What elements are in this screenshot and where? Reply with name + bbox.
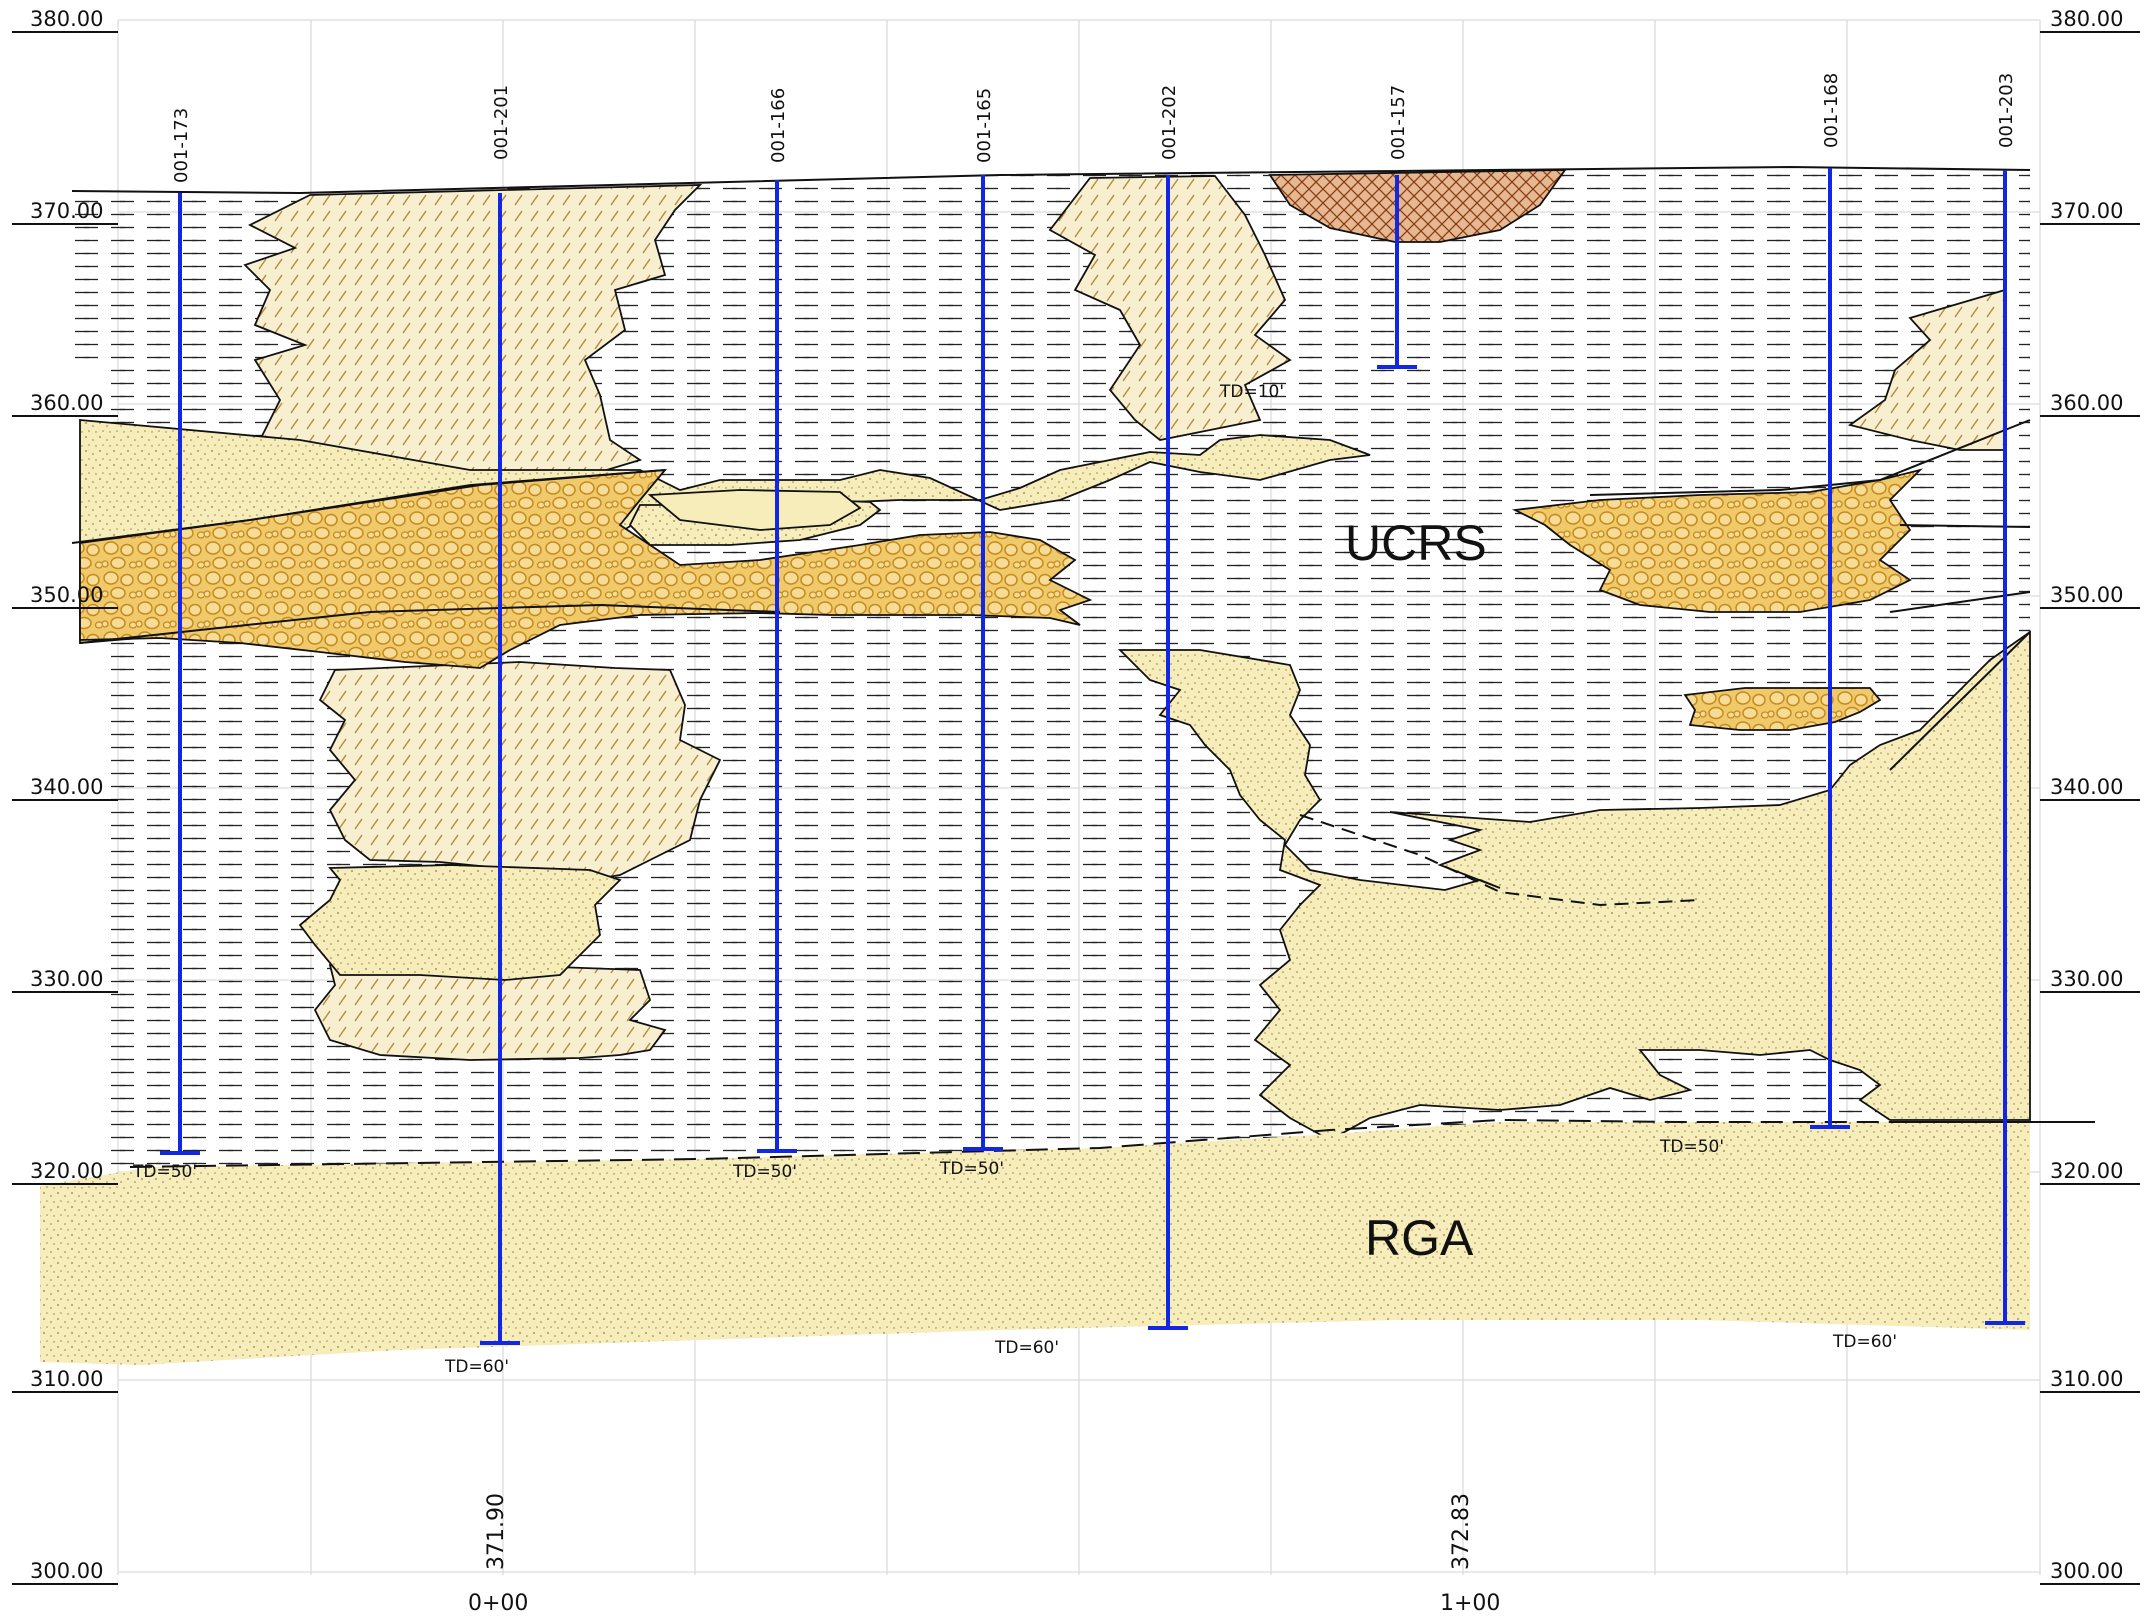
mid-sand-bodies [298, 630, 2031, 1142]
boring-id-label: 001-166 [768, 88, 789, 163]
silt-lenses [243, 175, 2006, 1061]
elevation-label-left: 300.00 [30, 1559, 103, 1583]
td-label: TD=50' [132, 1162, 197, 1182]
elevation-label-left: 350.00 [30, 583, 103, 607]
gravel-lenses [79, 468, 1923, 731]
elevation-label-left: 380.00 [30, 7, 103, 31]
ground-elevation-1: 372.83 [1449, 1493, 1474, 1570]
borings: 001-173TD=50'001-201TD=60'001-166TD=50'0… [132, 73, 2025, 1377]
elevation-label-left: 320.00 [30, 1159, 103, 1183]
boring-id-label: 001-203 [1996, 73, 2017, 148]
station-label-0: 0+00 [468, 1591, 528, 1616]
zone-label-ucrs: UCRS [1345, 515, 1487, 571]
elevation-labels: 380.00 380.00 370.00 370.00 360.00 360.00 350.… [12, 7, 2140, 1585]
elevation-label-right: 350.00 [2050, 583, 2123, 607]
boring-id-label: 001-168 [1821, 73, 1842, 148]
td-label: TD=60' [444, 1357, 509, 1377]
station-label-1: 1+00 [1440, 1591, 1500, 1616]
rga-contact-line [129, 1118, 2095, 1168]
td-label: TD=60' [1832, 1332, 1897, 1352]
elevation-label-left: 360.00 [30, 391, 103, 415]
elevation-label-left: 370.00 [30, 199, 103, 223]
boring-id-label: 001-165 [974, 88, 995, 163]
elevation-label-right: 380.00 [2050, 7, 2123, 31]
boring-id-label: 001-201 [491, 85, 512, 160]
elevation-label-right: 370.00 [2050, 199, 2123, 223]
ground-elevation-0: 371.90 [484, 1493, 509, 1570]
td-label: TD=50' [1659, 1137, 1724, 1157]
boring-id-label: 001-173 [171, 108, 192, 183]
rga-unit [40, 1122, 2030, 1365]
elevation-label-right: 310.00 [2050, 1367, 2123, 1391]
elevation-label-right: 320.00 [2050, 1159, 2123, 1183]
elevation-label-left: 310.00 [30, 1367, 103, 1391]
elevation-label-right: 360.00 [2050, 391, 2123, 415]
td-label: TD=50' [939, 1159, 1004, 1179]
boring-id-label: 001-157 [1388, 85, 1409, 160]
fill-material-lens [1268, 169, 1567, 243]
elevation-label-right: 340.00 [2050, 775, 2123, 799]
elevation-label-left: 330.00 [30, 967, 103, 991]
elevation-label-right: 300.00 [2050, 1559, 2123, 1583]
zone-label-rga: RGA [1365, 1210, 1474, 1266]
elevation-label-left: 340.00 [30, 775, 103, 799]
boring-id-label: 001-202 [1159, 85, 1180, 160]
td-label: TD=50' [732, 1162, 797, 1182]
elevation-label-right: 330.00 [2050, 967, 2123, 991]
boring-001-202: 001-202 [1148, 85, 1188, 1330]
td-label-extra: TD=60' [994, 1338, 1059, 1358]
ground-surface-line [71, 165, 2031, 195]
td-label: TD=10' [1219, 382, 1284, 402]
